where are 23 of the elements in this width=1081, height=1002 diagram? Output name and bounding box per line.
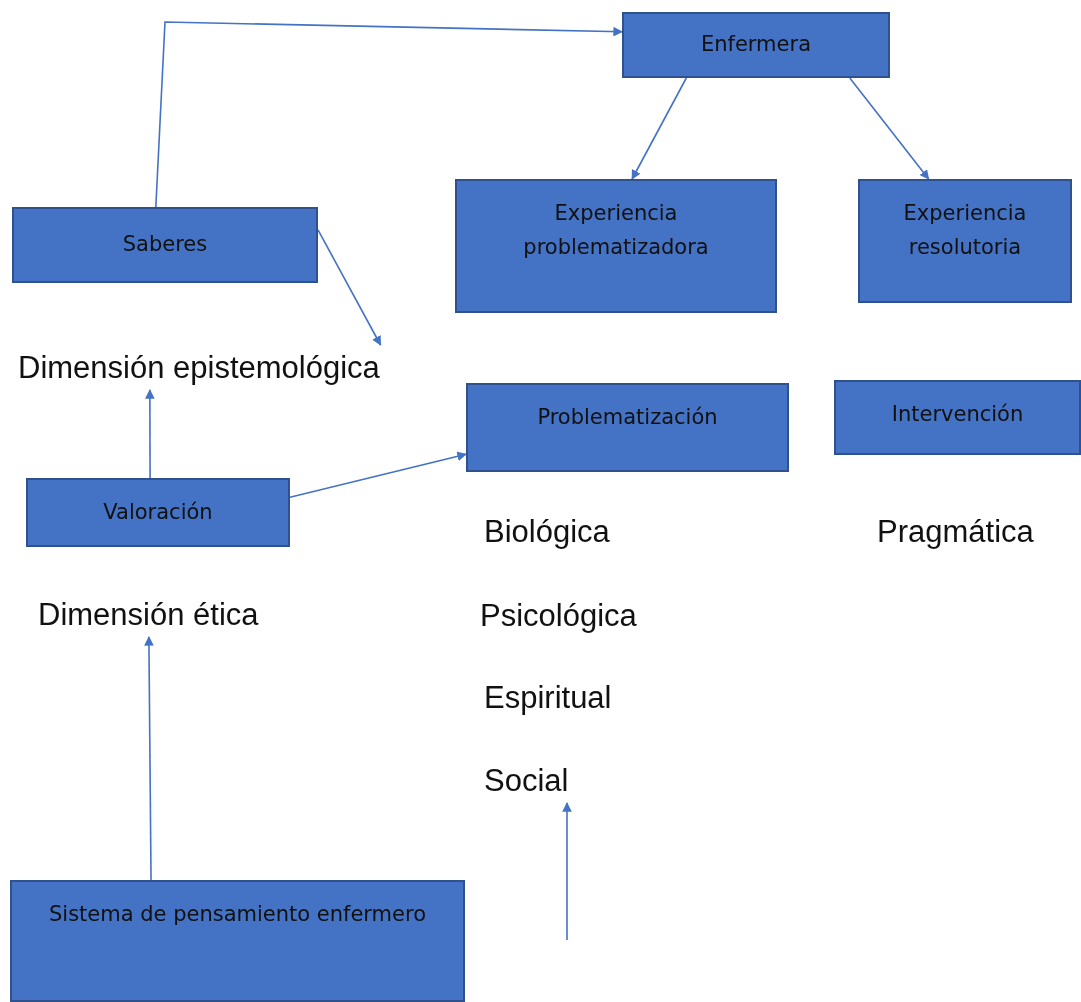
dimension-label: Biológica: [484, 510, 634, 554]
process-box: Saberes: [12, 207, 318, 283]
process-box: Experiencia resolutoria: [858, 179, 1072, 303]
arrow: [562, 802, 572, 941]
arrow: [317, 229, 382, 346]
arrow: [145, 389, 155, 479]
process-box: Valoración: [26, 478, 290, 547]
dimension-label: Social: [484, 759, 584, 803]
arrow: [631, 77, 688, 180]
process-box: Intervención: [834, 380, 1081, 455]
arrow: [849, 77, 930, 180]
process-box: Enfermera: [622, 12, 890, 78]
dimension-label: Dimensión epistemológica: [18, 345, 430, 390]
dimension-label: Espiritual: [484, 676, 634, 720]
process-box: Experiencia problematizadora: [455, 179, 777, 313]
dimension-label: Pragmática: [877, 510, 1057, 554]
process-box: Sistema de pensamiento enfermero: [10, 880, 465, 1002]
process-box: Problematización: [466, 383, 789, 472]
arrow: [289, 451, 467, 499]
dimension-label: Dimensión ética: [38, 593, 290, 637]
arrow: [155, 21, 623, 208]
arrow: [144, 636, 154, 881]
dimension-label: Psicológica: [480, 594, 660, 638]
